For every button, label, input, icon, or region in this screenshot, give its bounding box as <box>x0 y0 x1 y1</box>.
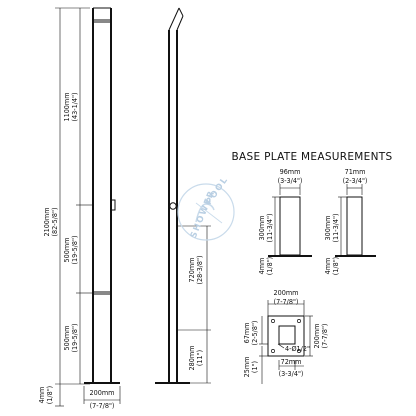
top-section-in: (43-1/4") <box>70 93 79 122</box>
hole-callout: 4-Ø1/2" <box>285 344 310 353</box>
base-thickness-in: (1/8") <box>45 386 54 404</box>
base-thickness-mm: 4mm <box>37 387 46 404</box>
low-section-in: (19-5/8") <box>70 324 79 353</box>
base-plate-front-view <box>268 184 312 257</box>
mid-section-mm: 500mm <box>62 238 71 263</box>
bottom-width-in: (7-7/8") <box>90 401 115 410</box>
side-plate-height-mm: 300mm <box>323 216 332 241</box>
left-dimension-chain <box>55 7 92 407</box>
bolt-hole-bottom-left <box>271 349 275 353</box>
base-plate-top-view <box>259 300 313 384</box>
front-plate-height-in: (11-3/4") <box>265 214 274 243</box>
top-section-mm: 1100mm <box>62 92 71 121</box>
top-plate-depth-mm: 200mm <box>312 324 321 349</box>
front-plate-height-mm: 300mm <box>257 216 266 241</box>
watermark-bottom: SHOWER <box>189 189 217 240</box>
bolt-hole-bottom-right <box>297 349 301 353</box>
top-plate-edge-mm: 25mm <box>242 357 251 378</box>
front-plate-width-mm: 96mm <box>280 167 301 176</box>
side-upper-in: (28-3/8") <box>195 256 204 285</box>
side-lower-in: (11") <box>195 350 204 366</box>
base-plate-side-view <box>335 184 376 257</box>
side-plate-height-in: (11-3/4") <box>331 214 340 243</box>
top-plate-depth-in: (7-7/8") <box>320 324 329 349</box>
side-plate-width-mm: 71mm <box>345 167 366 176</box>
side-upper-mm: 720mm <box>187 258 196 283</box>
top-plate-offset-mm: 67mm <box>242 323 251 344</box>
bottom-width-mm: 200mm <box>90 388 115 397</box>
side-lower-mm: 280mm <box>187 346 196 371</box>
front-plate-width-in: (3-3/4") <box>278 176 303 185</box>
top-plate-inner-in: (3-3/4") <box>279 369 304 378</box>
top-plate-offset-in: (2-5/8") <box>250 321 259 346</box>
side-plate-width-in: (2-3/4") <box>343 176 368 185</box>
total-height-mm: 2100mm <box>42 207 51 236</box>
side-view-column <box>155 7 190 384</box>
front-plate-thick-mm: 4mm <box>257 258 266 275</box>
top-plate-edge-in: (1") <box>250 361 259 373</box>
top-plate-inner-mm: 72mm <box>281 357 302 366</box>
front-view-column <box>84 7 120 384</box>
bolt-hole-top-left <box>271 319 275 323</box>
total-height-in: (82-5/8") <box>50 208 59 237</box>
side-plate-thick-mm: 4mm <box>323 258 332 275</box>
bottom-width-dimension <box>83 386 121 404</box>
top-plate-width-in: (7-7/8") <box>274 297 299 306</box>
front-plate-thick-in: (1/8") <box>265 257 274 275</box>
base-plate-title: BASE PLATE MEASUREMENTS <box>232 151 393 163</box>
top-plate-width-mm: 200mm <box>274 288 299 297</box>
side-dimension-chain <box>178 225 211 384</box>
pool-shower-watermark: POOL SHOWER <box>177 175 235 241</box>
side-plate-thick-in: (1/8") <box>331 257 340 275</box>
bolt-hole-top-right <box>297 319 301 323</box>
low-section-mm: 500mm <box>62 326 71 351</box>
mid-section-in: (19-5/8") <box>70 236 79 265</box>
